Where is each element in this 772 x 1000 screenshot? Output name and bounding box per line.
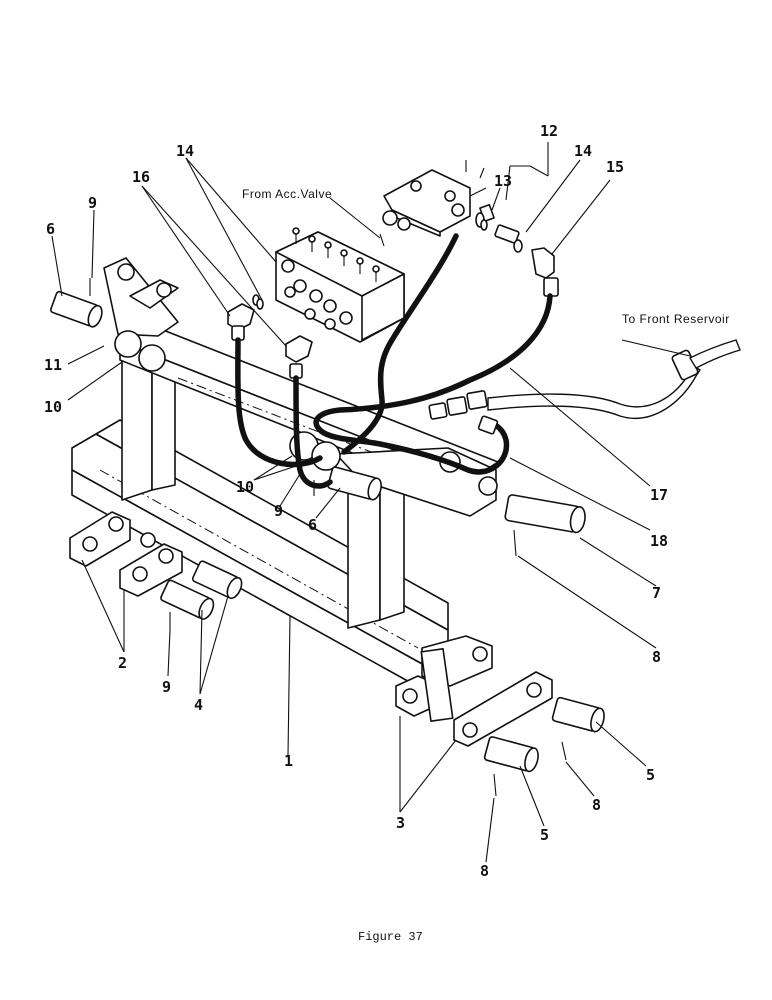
callout-6: 6 <box>46 220 55 238</box>
reservoir-pipe <box>487 339 741 419</box>
callout-5: 5 <box>540 826 549 844</box>
callout-10: 10 <box>236 478 254 496</box>
annotations: From Acc.Valve To Front Reservoir <box>242 187 730 326</box>
callout-14: 14 <box>574 142 592 160</box>
callout-7: 7 <box>652 584 661 602</box>
callout-3: 3 <box>396 814 405 832</box>
callout-9: 9 <box>162 678 171 696</box>
callout-4: 4 <box>194 696 203 714</box>
callout-13: 13 <box>494 172 512 190</box>
callout-12: 12 <box>540 122 558 140</box>
callout-1: 1 <box>284 752 293 770</box>
callout-10: 10 <box>44 398 62 416</box>
leader-lines <box>51 142 691 863</box>
callout-17: 17 <box>650 486 668 504</box>
bracket-left-lower <box>69 511 183 597</box>
callout-9: 9 <box>88 194 97 212</box>
main-frame <box>71 257 499 691</box>
callout-18: 18 <box>650 532 668 550</box>
note-from-acc-valve: From Acc.Valve <box>242 187 332 201</box>
fittings <box>227 203 559 379</box>
callout-11: 11 <box>44 356 62 374</box>
callout-8: 8 <box>480 862 489 880</box>
hydraulic-hoses <box>235 233 553 489</box>
callout-8: 8 <box>592 796 601 814</box>
accessory-valve <box>379 160 487 247</box>
callout-16: 16 <box>132 168 150 186</box>
callout-2: 2 <box>118 654 127 672</box>
note-to-front-reservoir: To Front Reservoir <box>622 312 730 326</box>
figure-caption: Figure 37 <box>358 930 423 944</box>
callout-8: 8 <box>652 648 661 666</box>
hose-fittings <box>428 390 499 435</box>
callout-15: 15 <box>606 158 624 176</box>
callout-numbers: 12 14 16 13 14 15 9 6 11 10 10 9 6 17 18… <box>44 122 668 880</box>
callout-5: 5 <box>646 766 655 784</box>
control-valve-bank <box>275 227 405 343</box>
bracket-right-lower <box>395 635 553 747</box>
callout-6: 6 <box>308 516 317 534</box>
callout-14: 14 <box>176 142 194 160</box>
callout-9: 9 <box>274 502 283 520</box>
pins <box>50 278 605 797</box>
